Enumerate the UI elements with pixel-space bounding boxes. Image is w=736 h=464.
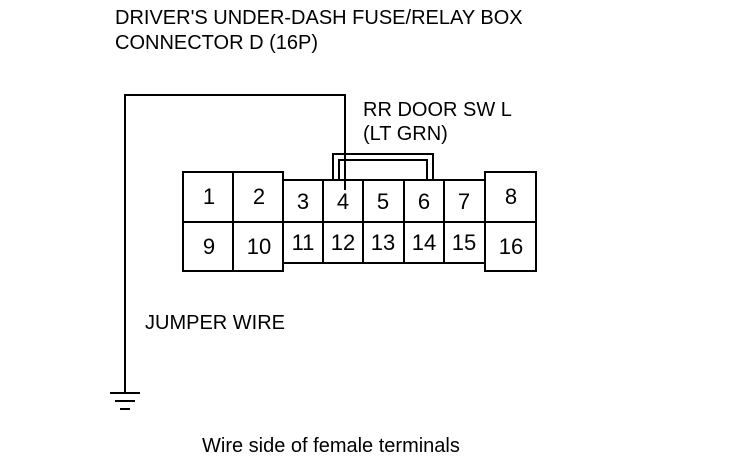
diagram-title-line-2: CONNECTOR D (16P) (115, 32, 318, 54)
pin-1-label: 1 (202, 184, 216, 209)
pin-16-label: 16 (498, 234, 524, 259)
jumper-wire (124, 94, 346, 393)
pin-6-label: 6 (417, 189, 431, 214)
diagram-title-line-1: DRIVER'S UNDER-DASH FUSE/RELAY BOX (115, 7, 523, 29)
pin-4-label: 4 (336, 189, 350, 214)
pin-12-label: 12 (330, 230, 356, 255)
pin-8-label: 8 (504, 184, 518, 209)
view-caption: Wire side of female terminals (202, 435, 460, 457)
ground-symbol-icon (110, 392, 140, 410)
pin-7-label: 7 (457, 189, 471, 214)
pin-11-label: 11 (291, 230, 315, 255)
pin-15-label: 15 (451, 230, 477, 255)
pin-9-label: 9 (202, 234, 216, 259)
pin-5-label: 5 (376, 189, 390, 214)
wire-label-line-1: RR DOOR SW L (363, 99, 512, 121)
pin-13-label: 13 (370, 230, 396, 255)
pin-14-label: 14 (411, 230, 437, 255)
jumper-wire-label: JUMPER WIRE (145, 312, 285, 334)
pin-2-label: 2 (252, 184, 266, 209)
connector-lock-tab-inner (338, 159, 428, 181)
pin-3-label: 3 (296, 189, 310, 214)
pin-10-label: 10 (246, 234, 272, 259)
connector-lock-tab (332, 153, 434, 180)
wire-label-line-2: (LT GRN) (363, 123, 448, 145)
